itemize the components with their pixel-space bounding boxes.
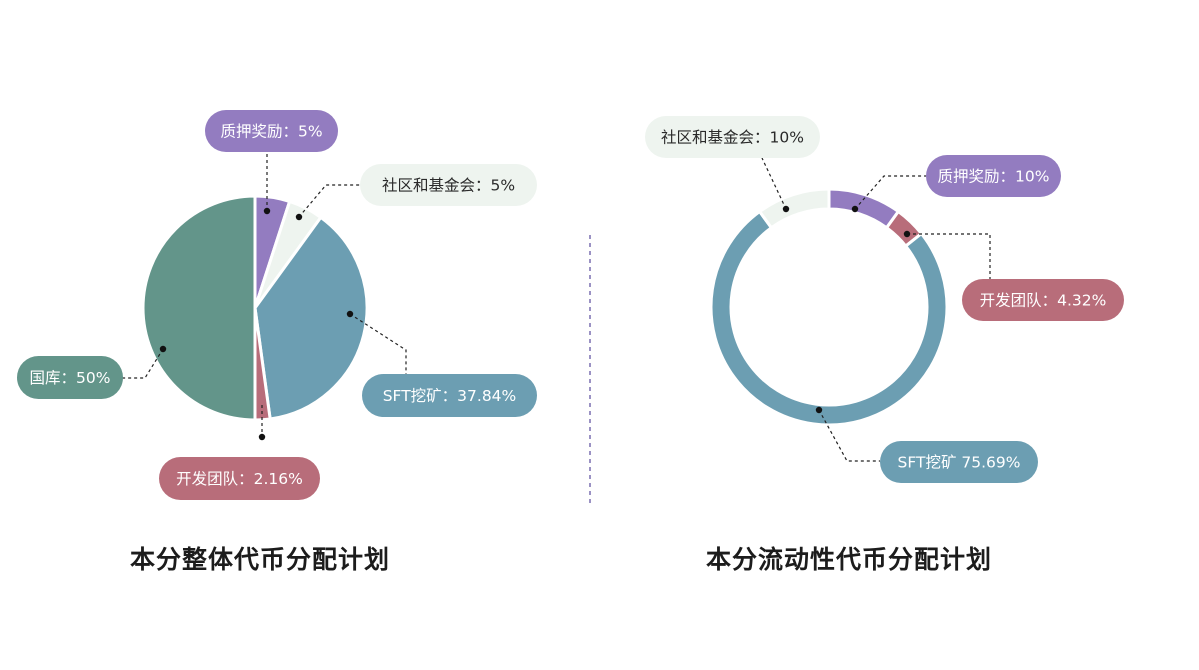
treasury-leader-line [122, 348, 164, 379]
mining-leader-dot [346, 310, 354, 318]
mining-leader-dot [815, 406, 823, 414]
staking-slice [827, 187, 900, 230]
mining-label-pill [362, 374, 537, 417]
staking-label-pill [926, 155, 1061, 197]
liquidity-chart-title: 本分流动性代币分配计划 [706, 545, 993, 574]
treasury-label-pill [17, 356, 123, 399]
staking-label-text: 质押奖励：5% [220, 123, 322, 141]
team-label-pill [159, 457, 320, 500]
staking-label-text: 质押奖励：10% [938, 168, 1050, 186]
team-leader-dot [258, 433, 266, 441]
overall-chart-title: 本分整体代币分配计划 [130, 545, 391, 574]
community-label-pill [645, 116, 820, 158]
treasury-label-text: 国库：50% [30, 369, 111, 387]
overall-pie-chart: 质押奖励：5% 社区和基金会：5% SFT挖矿：37.84% 开发团队：2.16% 国库… [17, 110, 537, 500]
treasury-slice [141, 194, 257, 422]
community-leader-line [298, 184, 360, 218]
team-label-text: 开发团队：2.16% [176, 470, 303, 488]
mining-slice [709, 210, 949, 427]
mining-leader-line [349, 313, 407, 374]
community-leader-dot [295, 213, 303, 221]
community-label-text: 社区和基金会：10% [661, 129, 804, 147]
community-slice [758, 187, 831, 230]
community-label-pill [360, 164, 537, 206]
staking-leader-dot [263, 207, 271, 215]
staking-label-pill [205, 110, 338, 152]
team-label-text: 开发团队：4.32% [980, 292, 1107, 310]
team-label-pill [962, 279, 1124, 321]
liquidity-donut-chart: 质押奖励：10% 开发团队：4.32% SFT挖矿 75.69% 社区和基金会：10% [645, 116, 1124, 483]
mining-label-pill [880, 441, 1038, 483]
mining-label-text: SFT挖矿：37.84% [383, 387, 517, 405]
mining-label-text: SFT挖矿 75.69% [898, 454, 1021, 472]
treasury-leader-dot [159, 345, 167, 353]
staking-leader-line [854, 175, 926, 210]
community-label-text: 社区和基金会：5% [382, 177, 515, 195]
mining-leader-line [818, 409, 880, 462]
staking-leader-dot [851, 205, 859, 213]
mining-slice [253, 215, 369, 421]
team-leader-dot [903, 230, 911, 238]
community-leader-dot [782, 205, 790, 213]
